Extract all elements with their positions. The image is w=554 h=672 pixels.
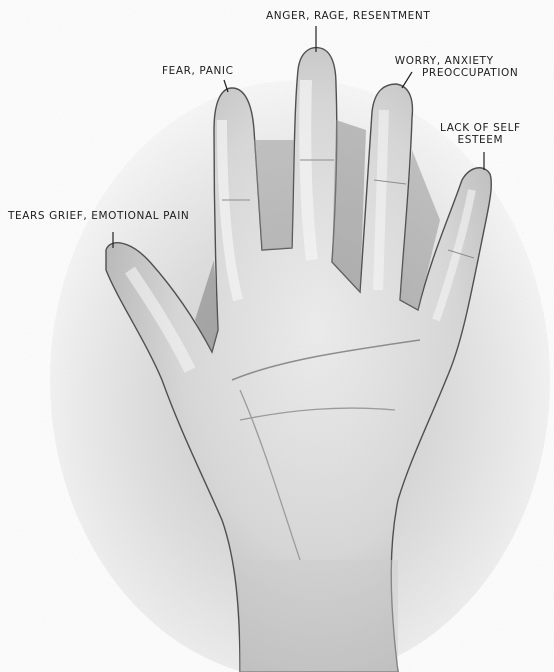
label-pinky: LACK OF SELF ESTEEM xyxy=(440,122,521,146)
label-middle: ANGER, RAGE, RESENTMENT xyxy=(266,10,430,22)
label-pinky-line1: LACK OF SELF xyxy=(440,122,521,134)
label-ring: WORRY, ANXIETY PREOCCUPATION xyxy=(370,55,518,79)
label-index: FEAR, PANIC xyxy=(162,65,234,77)
label-ring-line1: WORRY, ANXIETY xyxy=(370,55,518,67)
label-ring-line2: PREOCCUPATION xyxy=(422,67,518,79)
label-pinky-line2: ESTEEM xyxy=(440,134,521,146)
label-thumb: TEARS GRIEF, EMOTIONAL PAIN xyxy=(8,210,189,222)
